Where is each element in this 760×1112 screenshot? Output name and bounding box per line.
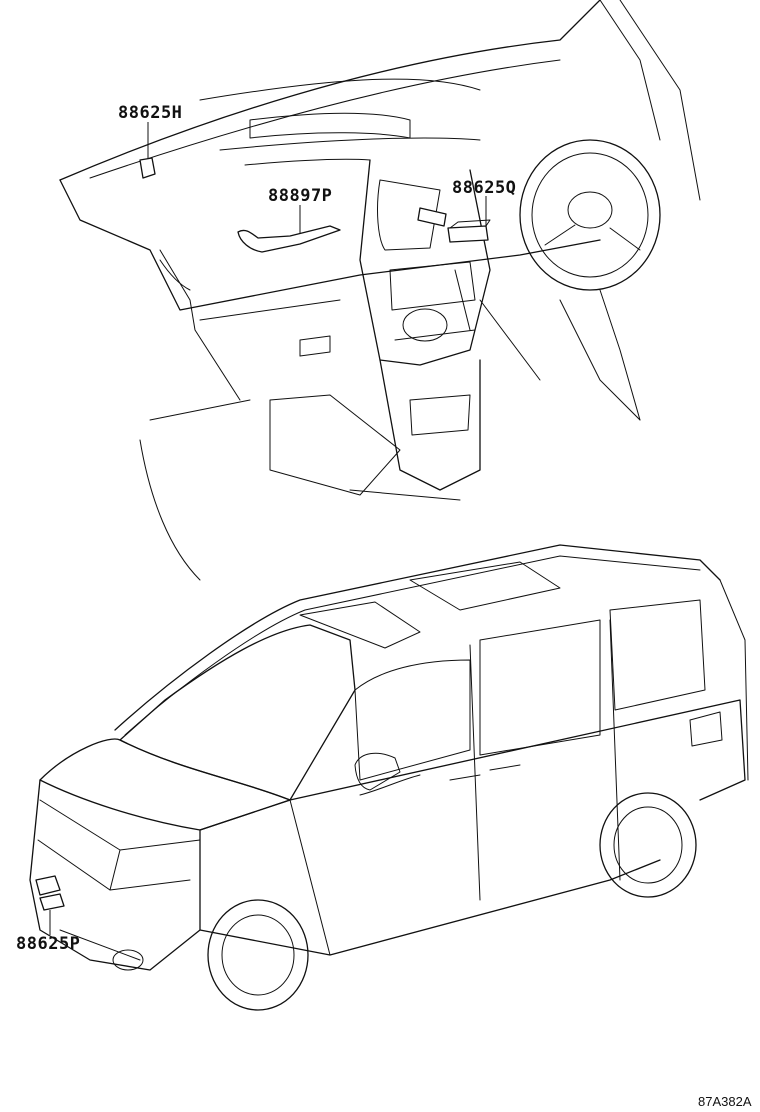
callout-labels: 88625H 88897P 88625Q 88625P — [16, 103, 516, 954]
part-88625p-shape — [35, 875, 61, 896]
part-label-88625p: 88625P — [16, 934, 80, 954]
part-88625h-shape — [139, 157, 156, 179]
figure-code: 87A382A — [698, 1094, 752, 1109]
vehicle-illustration — [29, 544, 749, 1011]
part-label-88625q: 88625Q — [452, 178, 516, 198]
part-label-88625h: 88625H — [118, 103, 182, 123]
part-label-88897p: 88897P — [268, 186, 332, 206]
part-88625q-shape — [447, 225, 489, 243]
dashboard-illustration — [59, 0, 701, 581]
part-88897p-shape — [237, 225, 341, 253]
leader-lines — [49, 122, 487, 935]
